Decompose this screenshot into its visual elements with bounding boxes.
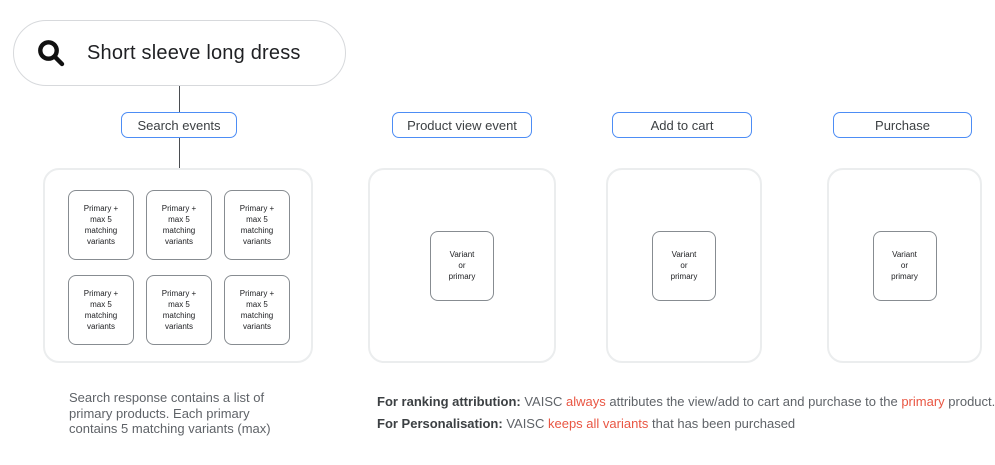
- search-response-note: Search response contains a list of prima…: [69, 390, 271, 436]
- event-label-text: Search events: [137, 117, 221, 133]
- event-label-search-events: Search events: [121, 112, 237, 138]
- primary-product-box: Primary + max 5 matching variants: [146, 190, 212, 260]
- container-product-view: Variant or primary: [368, 168, 556, 363]
- note-segment: attributes the view/add to cart and purc…: [605, 394, 902, 409]
- ranking-attribution-note: For ranking attribution: VAISC always at…: [377, 394, 995, 409]
- primary-product-box: Primary + max 5 matching variants: [68, 190, 134, 260]
- search-icon: [36, 38, 66, 68]
- note-segment: always: [566, 394, 606, 409]
- connector-line-bottom: [178, 138, 180, 168]
- variant-or-primary-box: Variant or primary: [430, 230, 494, 301]
- container-add-to-cart: Variant or primary: [606, 168, 762, 363]
- connector-line-top: [178, 86, 180, 112]
- container-search-events: Primary + max 5 matching variants Primar…: [43, 168, 313, 363]
- primary-product-box: Primary + max 5 matching variants: [146, 275, 212, 345]
- event-label-purchase: Purchase: [833, 112, 972, 138]
- event-label-text: Add to cart: [650, 117, 714, 133]
- note-segment: primary: [901, 394, 945, 409]
- event-label-text: Purchase: [875, 117, 930, 133]
- search-bar: Short sleeve long dress: [13, 20, 346, 86]
- variant-or-primary-box: Variant or primary: [872, 230, 937, 301]
- note-segment: For Personalisation:: [377, 416, 503, 431]
- primary-product-box: Primary + max 5 matching variants: [68, 275, 134, 345]
- event-label-text: Product view event: [407, 117, 517, 133]
- primary-product-box: Primary + max 5 matching variants: [224, 275, 290, 345]
- note-segment: VAISC: [520, 394, 566, 409]
- personalisation-note: For Personalisation: VAISC keeps all var…: [377, 416, 795, 431]
- event-label-product-view: Product view event: [392, 112, 532, 138]
- note-segment: that has been purchased: [648, 416, 796, 431]
- primary-product-box: Primary + max 5 matching variants: [224, 190, 290, 260]
- variant-or-primary-box: Variant or primary: [652, 230, 716, 301]
- note-segment: keeps all variants: [547, 416, 649, 431]
- note-segment: product.: [944, 394, 995, 409]
- note-segment: For ranking attribution:: [377, 394, 521, 409]
- container-purchase: Variant or primary: [827, 168, 982, 363]
- search-query-text: Short sleeve long dress: [87, 41, 301, 64]
- event-label-add-to-cart: Add to cart: [612, 112, 752, 138]
- note-segment: VAISC: [502, 416, 548, 431]
